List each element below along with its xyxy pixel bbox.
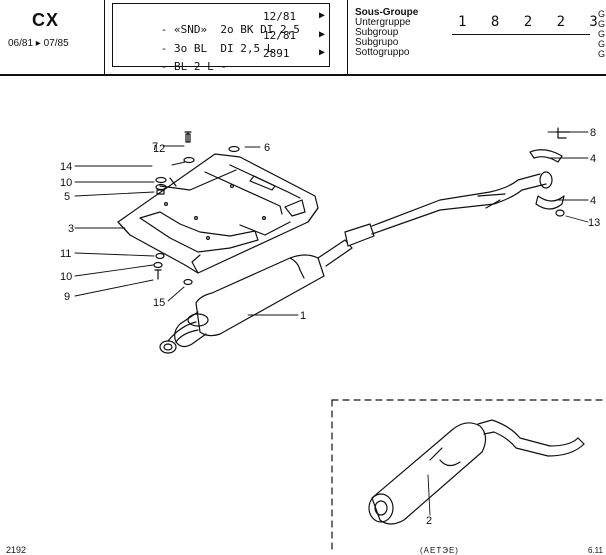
front-silencer-assembly <box>159 171 553 354</box>
production-period: 06/81 ▸ 07/85 <box>8 38 69 49</box>
page-number: 2192 <box>6 545 27 555</box>
subgroup-code: 1 8 2 2 3 <box>458 14 606 30</box>
header-rule <box>0 74 606 76</box>
callout-2: 2 <box>426 515 432 527</box>
callout-13: 13 <box>588 217 600 229</box>
callout-1: 1 <box>300 310 306 322</box>
variant-line-1: - «SND» 2o BK DI 2,5 12/81 ▶ <box>160 10 326 36</box>
variant-line-2: - 3o BL DI 2,5 L 12/81 ▶ <box>160 29 326 55</box>
subgroup-translation: Subgrupo <box>355 37 399 48</box>
subgroup-translation: Sottogruppo <box>355 47 410 58</box>
rear-silencer-assembly <box>368 419 585 525</box>
subgroup-translation: Untergruppe <box>355 17 411 28</box>
footer-ref: 6.11 <box>588 546 603 555</box>
header-divider <box>104 0 105 74</box>
variant-line-3: - BL 2 L - 2891 ▶ <box>160 47 326 73</box>
fasteners-right <box>529 127 571 217</box>
callout-7: 7 <box>152 141 158 153</box>
arrow-right-icon: ▶ <box>319 29 326 40</box>
language-markers: G G G G G <box>598 9 606 59</box>
variant-box: - «SND» 2o BK DI 2,5 12/81 ▶ - 3o BL DI … <box>112 3 330 73</box>
header-divider <box>347 0 348 74</box>
callout-11: 11 <box>60 248 71 260</box>
footer-code: (АЕТЭЕ) <box>420 546 459 555</box>
subgroup-code-underline <box>452 34 590 35</box>
arrow-right-icon: ▶ <box>319 10 326 21</box>
callout-10a: 10 <box>60 177 72 189</box>
callout-6: 6 <box>264 142 270 154</box>
model-name: CX <box>32 10 60 30</box>
callout-14: 14 <box>60 161 72 173</box>
callout-3: 3 <box>68 223 74 235</box>
subgroup-translation: Subgroup <box>355 27 399 38</box>
heat-shield <box>117 153 319 274</box>
callout-5: 5 <box>64 191 70 203</box>
callout-12: 12 <box>153 143 165 155</box>
callout-9: 9 <box>64 291 70 303</box>
callout-10b: 10 <box>60 271 72 283</box>
callout-4b: 4 <box>590 195 596 207</box>
arrow-right-icon: ▶ <box>319 47 326 58</box>
callout-8: 8 <box>590 127 596 139</box>
callout-15: 15 <box>153 297 165 309</box>
subgroup-heading: Sous-Groupe <box>355 7 419 18</box>
callout-4a: 4 <box>590 153 596 165</box>
leader-lines <box>74 131 589 516</box>
fasteners-left <box>153 131 240 286</box>
